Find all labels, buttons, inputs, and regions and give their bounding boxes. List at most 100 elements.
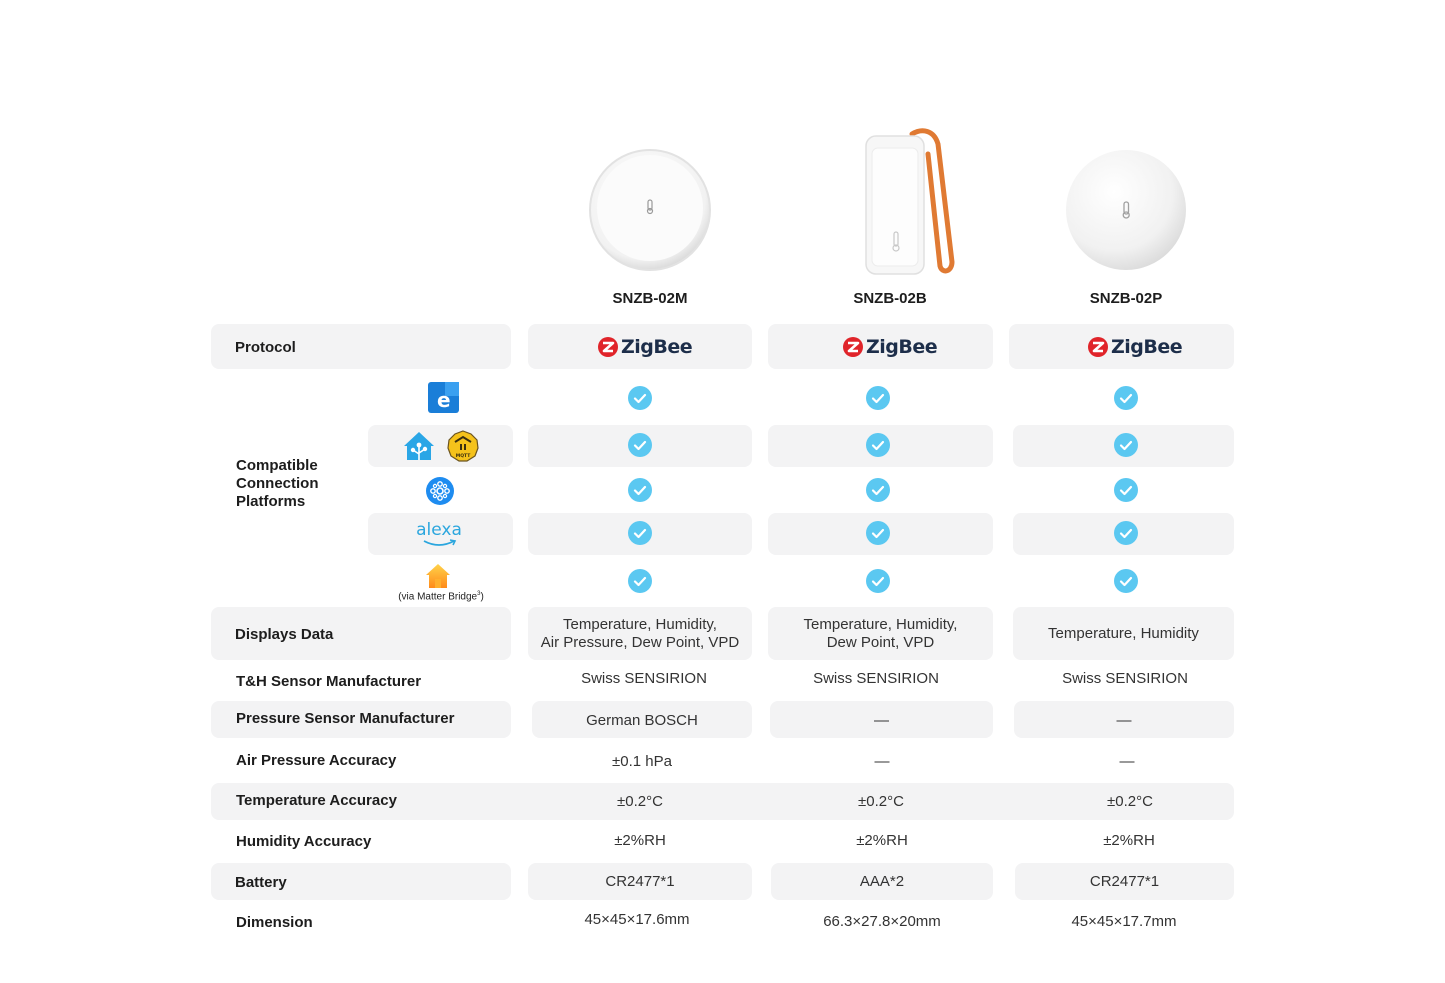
humidity-accuracy-label: Humidity Accuracy xyxy=(236,833,372,850)
temperature-accuracy-value-3: ±0.2°C xyxy=(1107,793,1153,810)
displays-line: Temperature, Humidity xyxy=(1048,624,1199,642)
check-icon xyxy=(866,478,890,502)
air-pressure-accuracy-value-3: — xyxy=(1119,753,1135,770)
th-manufacturer-label: T&H Sensor Manufacturer xyxy=(236,673,422,690)
displays-line: Dew Point, VPD xyxy=(826,633,935,651)
displays-cell-1-bg xyxy=(528,607,752,660)
check-icon xyxy=(628,433,652,457)
dimension-value-3: 45×45×17.7mm xyxy=(1071,913,1177,930)
pressure-manufacturer-label: Pressure Sensor Manufacturer xyxy=(236,710,455,727)
displays-label-bg xyxy=(211,607,511,660)
product-name-3: SNZB-02P xyxy=(1089,290,1163,307)
product-image-snzb-02b xyxy=(860,128,960,276)
temperature-accuracy-label: Temperature Accuracy xyxy=(236,792,397,809)
battery-value-2: AAA*2 xyxy=(859,872,905,890)
humidity-accuracy-value-3: ±2%RH xyxy=(1103,832,1155,849)
zigbee-icon xyxy=(1088,337,1108,357)
home-assistant-icon xyxy=(402,430,436,462)
pressure-cell-3-bg xyxy=(1014,701,1234,738)
check-icon xyxy=(1114,521,1138,545)
zigbee-logo-3: ZigBee xyxy=(1088,336,1183,358)
mqtt-icon: MQTT xyxy=(447,430,479,462)
compatible-platforms-label: Compatible Connection Platforms xyxy=(236,457,319,510)
zigbee-logo-1: ZigBee xyxy=(598,336,693,358)
temperature-accuracy-value-1: ±0.2°C xyxy=(617,793,663,810)
displays-cell-3-bg xyxy=(1013,607,1234,660)
temperature-row-bg xyxy=(211,783,1234,820)
product-image-snzb-02p xyxy=(1064,148,1188,272)
air-pressure-accuracy-value-1: ±0.1 hPa xyxy=(612,753,672,770)
platform-row-2-icon-bg xyxy=(368,425,513,467)
matter-bridge-sup: 3 xyxy=(477,591,481,597)
battery-cell-1-bg xyxy=(528,863,752,900)
displays-line: Air Pressure, Dew Point, VPD xyxy=(540,633,740,651)
zigbee-logo-2: ZigBee xyxy=(843,336,938,358)
matter-bridge-close: ) xyxy=(480,591,484,603)
zigbee-text: ZigBee xyxy=(621,336,693,358)
displays-value-3: Temperature, Humidity xyxy=(1013,607,1234,660)
dimension-value-1: 45×45×17.6mm xyxy=(584,911,690,928)
protocol-cell-1-bg xyxy=(528,324,752,369)
battery-label: Battery xyxy=(235,874,287,891)
pressure-label-bg xyxy=(211,701,511,738)
check-icon xyxy=(628,386,652,410)
alexa-text: alexa xyxy=(416,520,462,540)
apple-home-icon xyxy=(424,562,452,590)
displays-value-1: Temperature, Humidity, Air Pressure, Dew… xyxy=(528,607,752,660)
pressure-manufacturer-value-1: German BOSCH xyxy=(586,712,698,729)
svg-text:e: e xyxy=(437,388,451,412)
protocol-cell-2-bg xyxy=(768,324,993,369)
check-icon xyxy=(866,521,890,545)
ewelink-icon: e xyxy=(428,382,459,413)
protocol-label-bg xyxy=(211,324,511,369)
zigbee-icon xyxy=(843,337,863,357)
pressure-cell-2-bg xyxy=(770,701,993,738)
check-icon xyxy=(628,521,652,545)
platform-row-4-icon-bg xyxy=(368,513,513,555)
smartthings-icon xyxy=(426,477,454,505)
pressure-manufacturer-value-3: — xyxy=(1116,712,1132,729)
air-pressure-accuracy-label: Air Pressure Accuracy xyxy=(236,752,397,769)
th-manufacturer-value-3: Swiss SENSIRION xyxy=(1062,670,1188,687)
check-icon xyxy=(1114,386,1138,410)
check-icon xyxy=(1114,569,1138,593)
product-name-2: SNZB-02B xyxy=(853,290,927,307)
check-icon xyxy=(866,569,890,593)
th-manufacturer-value-2: Swiss SENSIRION xyxy=(813,670,939,687)
protocol-label: Protocol xyxy=(235,339,296,356)
product-image-snzb-02m xyxy=(588,148,712,272)
battery-value-1: CR2477*1 xyxy=(605,872,675,890)
zigbee-icon xyxy=(598,337,618,357)
check-icon xyxy=(628,478,652,502)
svg-text:MQTT: MQTT xyxy=(456,453,471,459)
zigbee-text: ZigBee xyxy=(1111,336,1183,358)
zigbee-text: ZigBee xyxy=(866,336,938,358)
check-icon xyxy=(628,569,652,593)
air-pressure-accuracy-value-2: — xyxy=(874,753,890,770)
matter-bridge-note: (via Matter Bridge3) xyxy=(376,591,506,602)
check-icon xyxy=(866,433,890,457)
dimension-label: Dimension xyxy=(236,914,313,931)
battery-value-3: CR2477*1 xyxy=(1089,872,1160,890)
pressure-cell-1-bg xyxy=(532,701,752,738)
check-icon xyxy=(866,386,890,410)
humidity-accuracy-value-2: ±2%RH xyxy=(856,832,908,849)
pressure-manufacturer-value-2: — xyxy=(874,712,889,729)
dimension-value-2: 66.3×27.8×20mm xyxy=(823,913,941,930)
protocol-cell-3-bg xyxy=(1009,324,1234,369)
th-manufacturer-value-1: Swiss SENSIRION xyxy=(581,670,707,687)
displays-line: Temperature, Humidity, xyxy=(563,615,717,633)
displays-line: Temperature, Humidity, xyxy=(803,615,958,633)
battery-cell-2-bg xyxy=(771,863,993,900)
humidity-accuracy-value-1: ±2%RH xyxy=(614,832,666,849)
displays-label: Displays Data xyxy=(235,626,334,643)
matter-bridge-text: (via Matter Bridge xyxy=(398,591,478,603)
check-icon xyxy=(1114,433,1138,457)
displays-value-2: Temperature, Humidity, Dew Point, VPD xyxy=(768,607,993,660)
check-icon xyxy=(1114,478,1138,502)
displays-cell-2-bg xyxy=(768,607,993,660)
battery-label-bg xyxy=(211,863,511,900)
product-name-1: SNZB-02M xyxy=(612,290,688,307)
temperature-accuracy-value-2: ±0.2°C xyxy=(858,793,904,810)
battery-cell-3-bg xyxy=(1015,863,1234,900)
